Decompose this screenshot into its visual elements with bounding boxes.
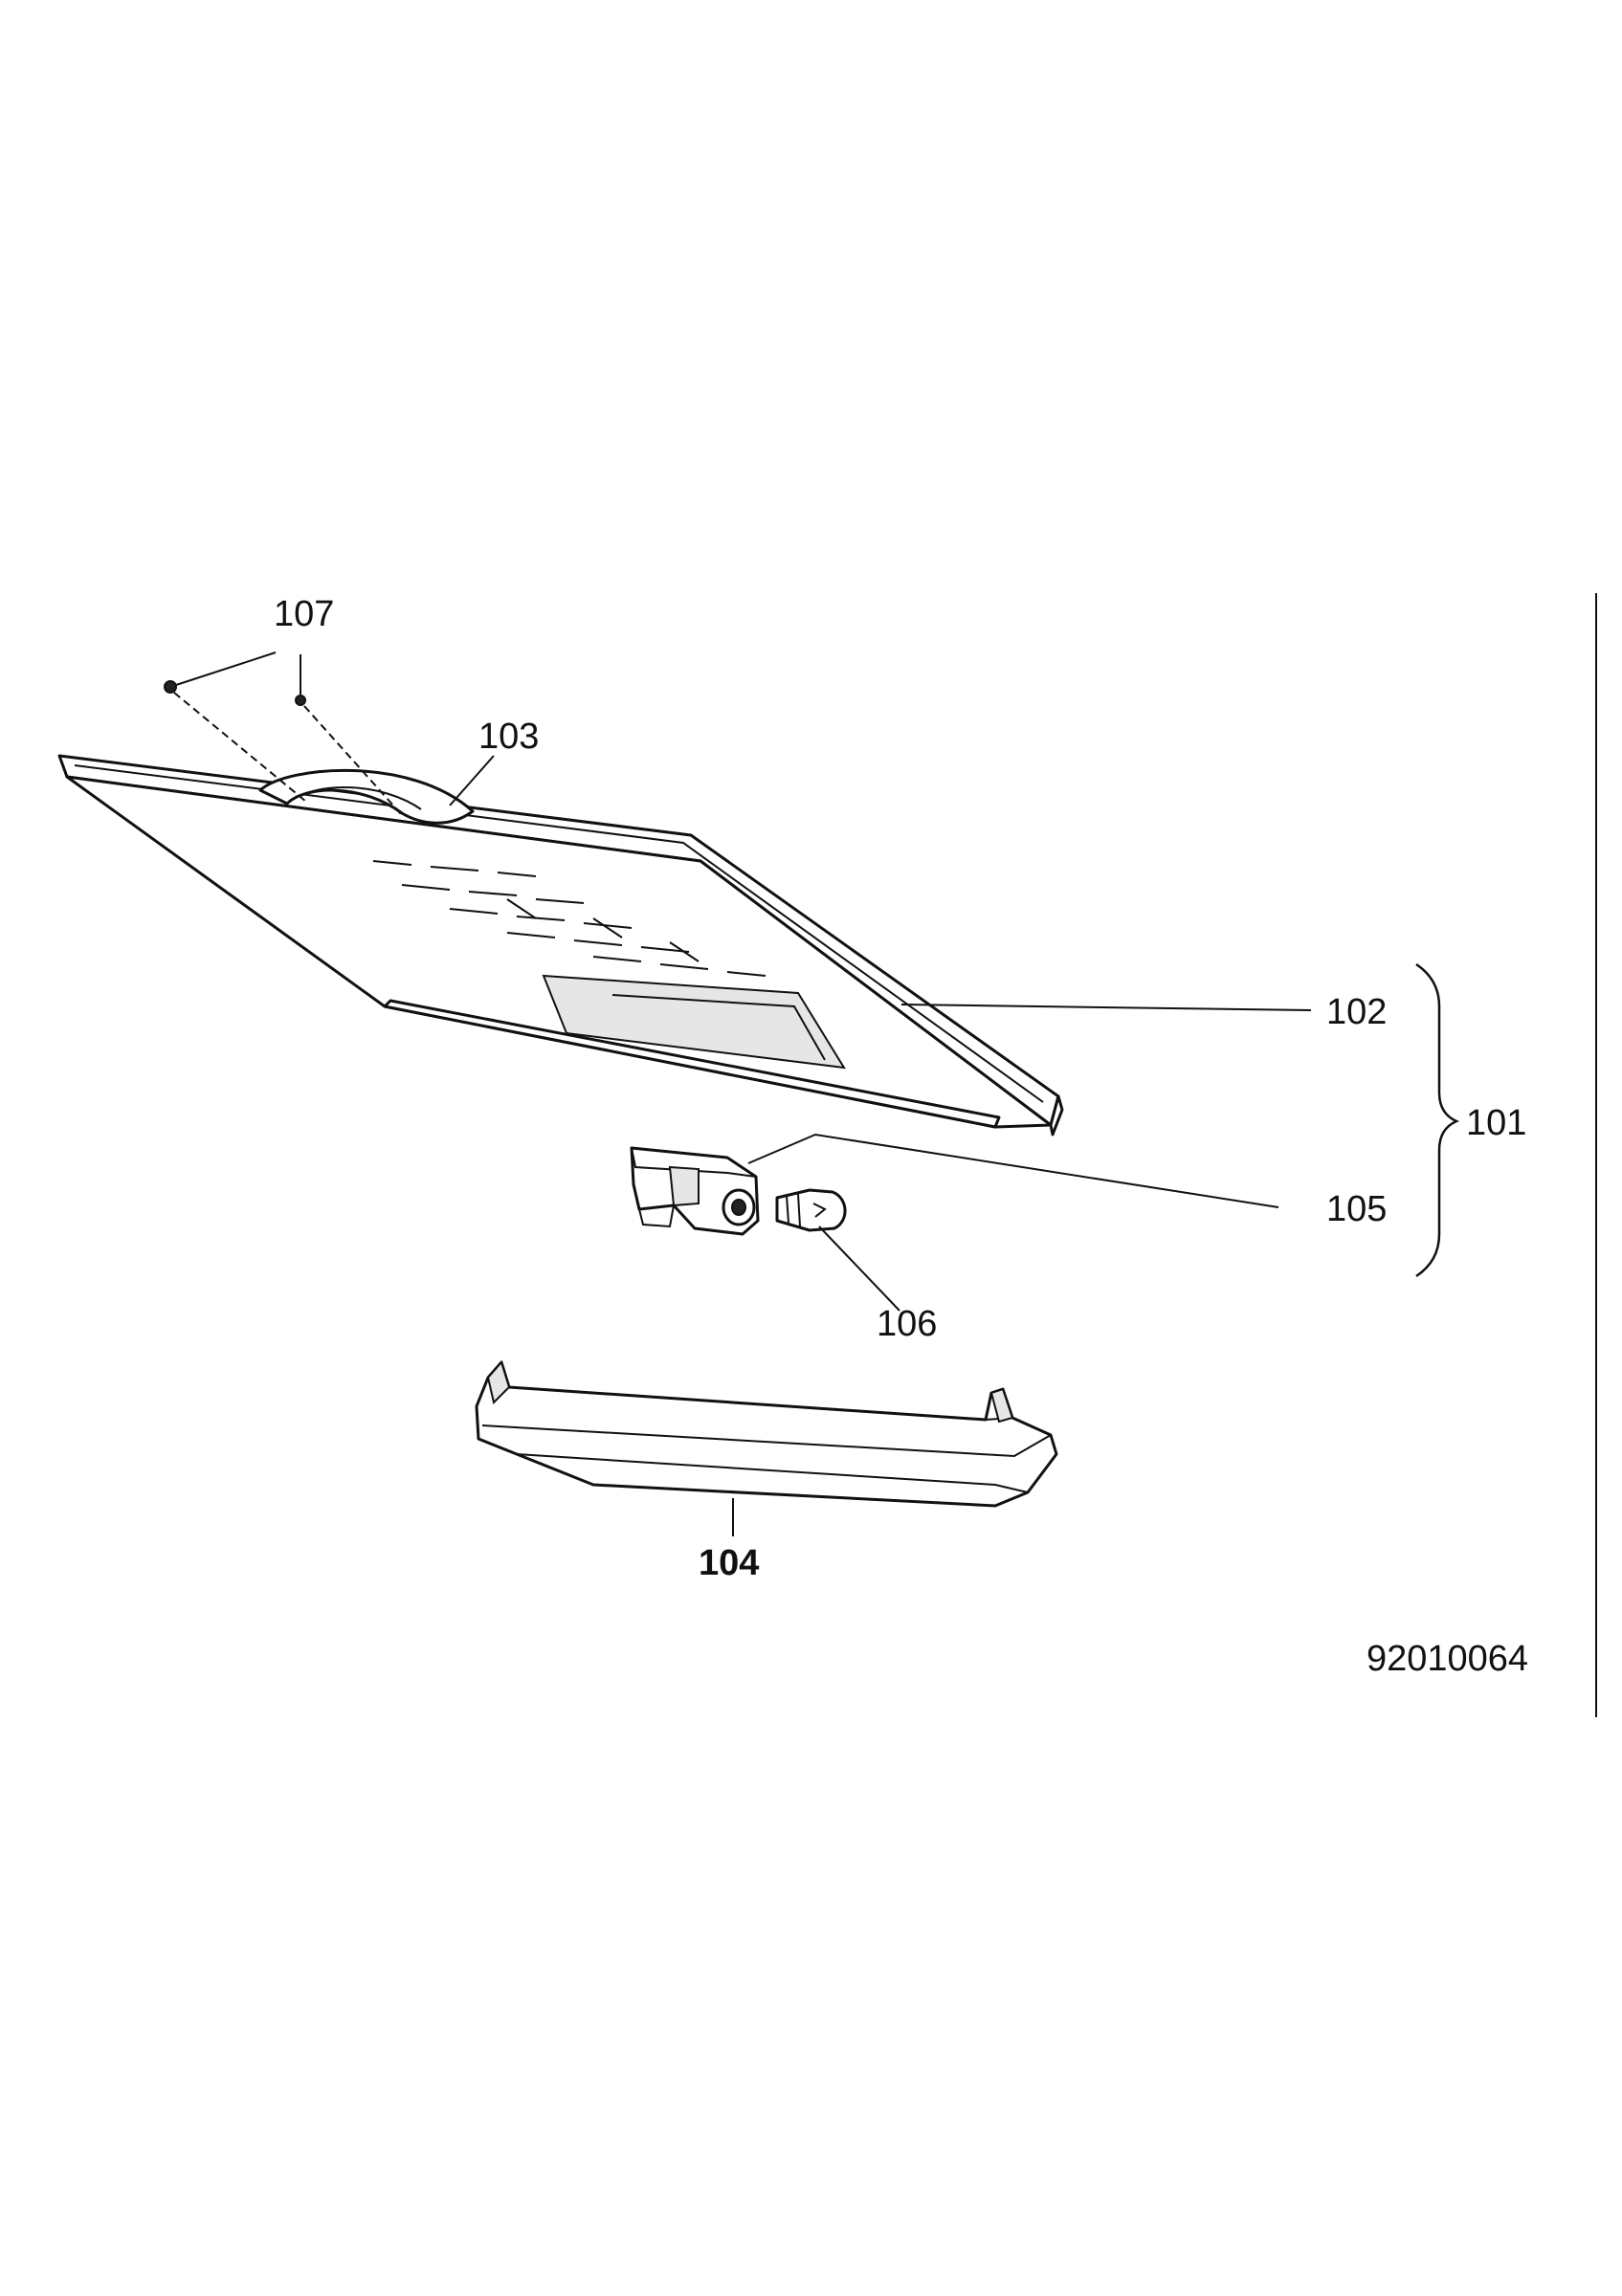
callout-103: 103	[478, 717, 539, 757]
callout-105: 105	[1326, 1189, 1387, 1229]
callout-101: 101	[1466, 1103, 1526, 1143]
leader-lines	[175, 651, 1312, 1536]
part-106-lamp-bulb	[775, 1188, 847, 1232]
part-107-screws	[164, 680, 403, 816]
callout-104: 104	[699, 1543, 759, 1583]
part-102-door-panel	[57, 754, 1064, 1137]
part-104-bottom-trim	[475, 1359, 1058, 1508]
group-101-bracket	[1415, 962, 1460, 1278]
callout-107: 107	[274, 594, 334, 634]
part-105-lamp-holder	[630, 1146, 760, 1236]
drawing-number: 92010064	[1366, 1639, 1528, 1679]
callout-102: 102	[1326, 992, 1387, 1032]
callout-106: 106	[877, 1304, 937, 1344]
